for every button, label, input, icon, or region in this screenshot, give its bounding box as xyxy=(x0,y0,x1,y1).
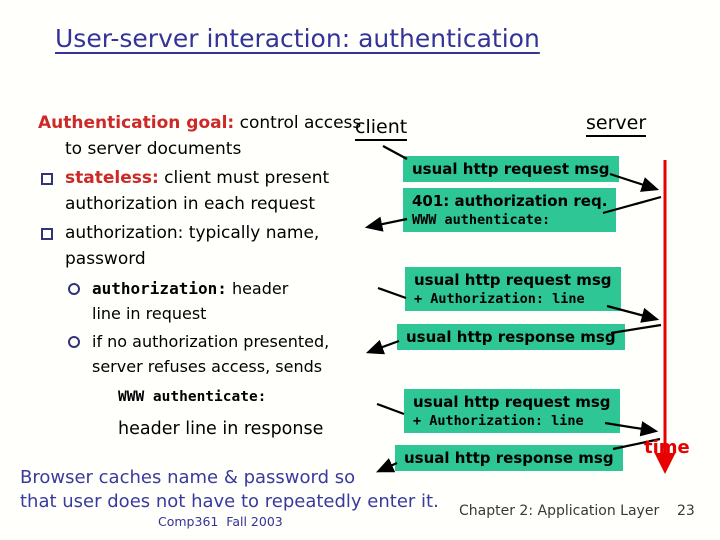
circle-bullet-icon xyxy=(68,283,80,295)
msg-code-text: + Authorization: line xyxy=(413,413,584,429)
sub-bullet-no-authorization: if no authorization presented, server re… xyxy=(68,329,330,379)
bullet-stateless: stateless: client must present authoriza… xyxy=(38,165,362,217)
authorization-header-text: header line in request xyxy=(92,279,289,323)
www-authenticate-code: WWW authenticate: xyxy=(118,389,267,405)
msg-text: 401: authorization req. xyxy=(412,192,608,210)
left-text-column: Authentication goal: control access to s… xyxy=(38,110,362,442)
msg-box-401: 401: authorization req. WWW authenticate… xyxy=(403,188,617,232)
msg-box-request-1: usual http request msg xyxy=(403,156,619,182)
authorization-code: authorization: xyxy=(92,279,227,298)
footer-course: Comp361 Fall 2003 xyxy=(158,514,283,529)
footer-chapter: Chapter 2: Application Layer xyxy=(459,503,660,519)
slide-title: User-server interaction: authentication xyxy=(55,24,540,53)
goal-label: Authentication goal: xyxy=(38,113,235,133)
response-arrow-2 xyxy=(365,339,400,355)
msg-code-text: + Authorization: line xyxy=(414,291,585,307)
goal-paragraph: Authentication goal: control access to s… xyxy=(38,110,362,162)
circle-bullet-icon xyxy=(68,336,80,348)
msg-code-text: WWW authenticate: xyxy=(412,212,551,228)
authorization-text: authorization: typically name, password xyxy=(65,223,320,269)
note-line-1: Browser caches name & password so xyxy=(20,467,356,488)
msg-box-request-3: usual http request msg + Authorization: … xyxy=(404,389,620,433)
msg-text: usual http response msg xyxy=(404,449,614,467)
msg-text: usual http response msg xyxy=(406,328,616,346)
msg-text: usual http request msg xyxy=(414,271,612,289)
bullet-authorization: authorization: typically name, password xyxy=(38,220,362,272)
sub-bullet-authorization-header: authorization: header line in request xyxy=(68,276,298,326)
footer-page-number: 23 xyxy=(677,503,695,519)
msg-text: usual http request msg xyxy=(413,393,611,411)
note-line-2: that user does not have to repeatedly en… xyxy=(20,491,439,512)
client-send-stroke-2 xyxy=(377,286,407,300)
server-label: server xyxy=(586,112,647,137)
sub-bullet-list: authorization: header line in request if… xyxy=(68,276,362,442)
msg-box-request-2: usual http request msg + Authorization: … xyxy=(405,267,621,311)
response-arrow-1 xyxy=(364,216,408,232)
msg-text: usual http request msg xyxy=(412,160,610,178)
square-bullet-icon xyxy=(41,228,53,240)
client-label: client xyxy=(355,116,408,141)
client-send-stroke-3 xyxy=(376,402,405,416)
browser-cache-note: Browser caches name & password so that u… xyxy=(20,466,439,514)
stateless-text: client must present authorization in eac… xyxy=(65,168,330,214)
msg-box-response-2: usual http response msg xyxy=(395,445,623,471)
time-label: time xyxy=(644,437,690,458)
square-bullet-icon xyxy=(41,173,53,185)
no-authorization-text: if no authorization presented, server re… xyxy=(92,332,330,376)
stateless-label: stateless: xyxy=(65,168,159,188)
header-line-response-text: header line in response xyxy=(118,419,324,439)
goal-text: control access to server documents xyxy=(65,113,362,159)
msg-box-response-1: usual http response msg xyxy=(397,324,625,350)
